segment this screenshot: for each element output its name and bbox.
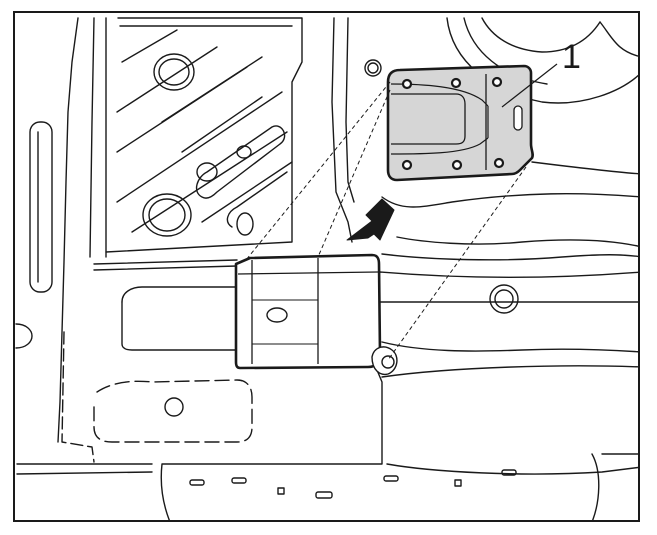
drain-hole-bottom	[142, 193, 192, 237]
technical-illustration: 1	[15, 17, 638, 520]
left-slot	[29, 121, 53, 293]
small-hole	[196, 162, 218, 182]
alignment-lines	[245, 81, 527, 361]
floor-pan-panel	[57, 17, 303, 443]
lower-mounting-boss	[371, 346, 398, 376]
callout-label-1: 1	[562, 38, 581, 76]
callout-leader-line	[501, 63, 558, 108]
mounting-plate-part-1	[386, 64, 534, 182]
installed-mounting-plate	[234, 253, 382, 370]
diagram-frame: 1	[13, 11, 640, 522]
right-mounting-hole	[489, 284, 519, 314]
install-direction-arrow-icon	[346, 198, 395, 241]
drain-hole-top	[153, 53, 195, 91]
